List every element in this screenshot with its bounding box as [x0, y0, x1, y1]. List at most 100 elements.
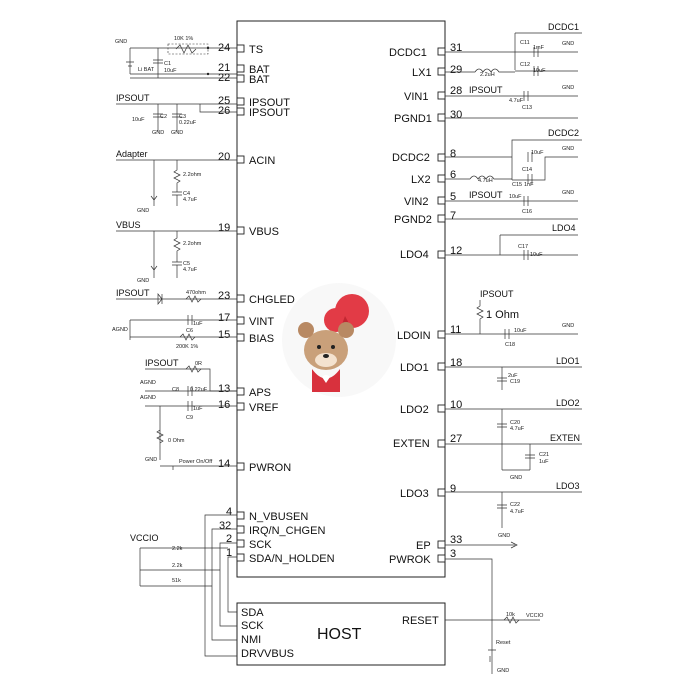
right-pin-ep: 33 EP: [416, 534, 462, 552]
svg-text:C5: C5: [183, 261, 190, 267]
vin1-circuit: IPSOUT 4.7uF C13 GND: [445, 85, 578, 119]
svg-text:IPSOUT: IPSOUT: [145, 358, 179, 368]
right-pin-ldoin: 11 LDOIN: [397, 324, 461, 342]
svg-text:0R: 0R: [195, 361, 202, 367]
svg-text:PGND1: PGND1: [394, 113, 432, 125]
svg-text:C14: C14: [522, 167, 532, 173]
svg-text:VINT: VINT: [249, 316, 274, 328]
host-title: HOST: [317, 626, 362, 643]
svg-text:LX1: LX1: [412, 67, 432, 79]
svg-text:IPSOUT: IPSOUT: [116, 93, 150, 103]
svg-text:DCDC1: DCDC1: [548, 22, 579, 32]
svg-text:GND: GND: [562, 85, 574, 91]
svg-text:3: 3: [450, 548, 456, 560]
left-pin-bias: 15 BIAS: [218, 329, 274, 345]
svg-text:C16: C16: [522, 209, 532, 215]
svg-text:GND: GND: [562, 41, 574, 47]
svg-text:PWROK: PWROK: [389, 554, 431, 566]
left-pin-vref: 16 VREF: [218, 399, 279, 414]
svg-text:GND: GND: [562, 190, 574, 196]
svg-text:LDOIN: LDOIN: [397, 330, 431, 342]
right-pin-ldo3: 9 LDO3: [400, 483, 456, 500]
svg-text:IRQ/N_CHGEN: IRQ/N_CHGEN: [249, 525, 325, 537]
left-pin-vint: 17 VINT: [218, 312, 274, 328]
svg-text:10uF: 10uF: [514, 328, 527, 334]
ldo3-circuit: LDO3 C22 4.7uF GND: [445, 481, 582, 539]
right-pin-ldo1: 18 LDO1: [400, 357, 462, 374]
svg-text:32: 32: [219, 520, 231, 532]
svg-text:27: 27: [450, 433, 462, 445]
svg-text:SDA/N_HOLDEN: SDA/N_HOLDEN: [249, 553, 335, 565]
svg-text:PWRON: PWRON: [249, 462, 291, 474]
svg-text:VBUS: VBUS: [249, 226, 279, 238]
ep-pwrok-reset-circuit: 10k VCCIO Reset GND: [445, 541, 544, 674]
svg-text:10uF: 10uF: [530, 252, 543, 258]
svg-text:1 Ohm: 1 Ohm: [486, 309, 519, 321]
svg-text:LDO3: LDO3: [400, 488, 429, 500]
vint-bias-circuit: 1uF C6 200K 1% AGND: [112, 315, 237, 350]
svg-text:14: 14: [218, 458, 230, 470]
dcdc1-circuit: DCDC1 C11 1mF C12 10uF 2.2uH GND: [445, 22, 582, 78]
svg-text:SCK: SCK: [249, 539, 272, 551]
svg-text:Power On/Off: Power On/Off: [179, 459, 213, 465]
dcdc2-circuit: DCDC2 10uF C14 4.7uH C15 1nF GND: [445, 128, 582, 188]
svg-text:2.2uH: 2.2uH: [480, 72, 495, 78]
right-pin-pwrok: 3 PWROK: [389, 548, 456, 566]
svg-text:GND: GND: [510, 475, 522, 481]
ldo4-circuit: LDO4 C17 10uF: [445, 223, 578, 260]
svg-text:EP: EP: [416, 540, 431, 552]
host-pin-sda: SDA: [241, 607, 264, 619]
svg-text:GND: GND: [497, 668, 509, 674]
host-body: [236, 602, 446, 666]
svg-text:C21: C21: [539, 452, 549, 458]
svg-text:C18: C18: [505, 342, 515, 348]
aps-circuit: IPSOUT 0R C8 0.22uF AGND: [140, 358, 237, 396]
host-pin-nmi: NMI: [241, 634, 261, 646]
svg-text:1uF: 1uF: [193, 406, 203, 412]
svg-text:4.7uF: 4.7uF: [183, 267, 198, 273]
svg-text:C15: C15: [512, 182, 522, 188]
svg-text:C20: C20: [510, 420, 520, 426]
svg-text:1uF: 1uF: [539, 459, 549, 465]
svg-text:18: 18: [450, 357, 462, 369]
left-pin-aps: 13 APS: [218, 383, 271, 399]
right-pin-pgnd2: 7 PGND2: [394, 210, 456, 226]
pwron-circuit: Power On/Off GND: [145, 457, 237, 470]
svg-text:9: 9: [450, 483, 456, 495]
svg-text:7: 7: [450, 210, 456, 222]
left-pin-ts: 24 TS: [218, 42, 263, 56]
svg-text:C1: C1: [164, 61, 171, 67]
svg-text:19: 19: [218, 222, 230, 234]
svg-text:IPSOUT: IPSOUT: [469, 190, 503, 200]
svg-text:AGND: AGND: [140, 380, 156, 386]
svg-text:28: 28: [450, 85, 462, 97]
svg-text:2.2k: 2.2k: [172, 563, 183, 569]
svg-text:GND: GND: [115, 39, 127, 45]
svg-text:VIN1: VIN1: [404, 91, 428, 103]
left-pin-n-vbusen: 4 N_VBUSEN: [226, 506, 308, 523]
svg-text:30: 30: [450, 109, 462, 121]
right-pin-lx1: 29 LX1: [412, 64, 462, 79]
svg-text:C6: C6: [186, 328, 193, 334]
svg-text:C17: C17: [518, 244, 528, 250]
svg-text:51k: 51k: [172, 578, 181, 584]
svg-text:AGND: AGND: [112, 327, 128, 333]
svg-text:10uF: 10uF: [531, 150, 544, 156]
chgled-circuit: IPSOUT 470ohm: [116, 288, 237, 305]
svg-text:GND: GND: [137, 208, 149, 214]
right-pin-dcdc2: 8 DCDC2: [392, 148, 456, 164]
svg-text:C11: C11: [520, 40, 530, 46]
ldo1-circuit: LDO1 2uF C19: [445, 356, 582, 390]
acin-circuit: Adapter 2.2ohm C4 4.7uF GND: [116, 149, 237, 214]
svg-text:DCDC2: DCDC2: [548, 128, 579, 138]
left-pin-sck: 2 SCK: [226, 533, 272, 551]
svg-text:C4: C4: [183, 191, 190, 197]
svg-text:23: 23: [218, 290, 230, 302]
vref-circuit: 1uF C9 0 Ohm AGND: [140, 395, 237, 460]
svg-text:10uF: 10uF: [164, 68, 177, 74]
svg-text:1uF: 1uF: [193, 321, 203, 327]
svg-text:VIN2: VIN2: [404, 196, 428, 208]
vin2-circuit: IPSOUT 10uF C16 GND: [445, 190, 578, 220]
svg-text:BAT: BAT: [249, 74, 270, 86]
svg-text:IPSOUT: IPSOUT: [116, 288, 150, 298]
